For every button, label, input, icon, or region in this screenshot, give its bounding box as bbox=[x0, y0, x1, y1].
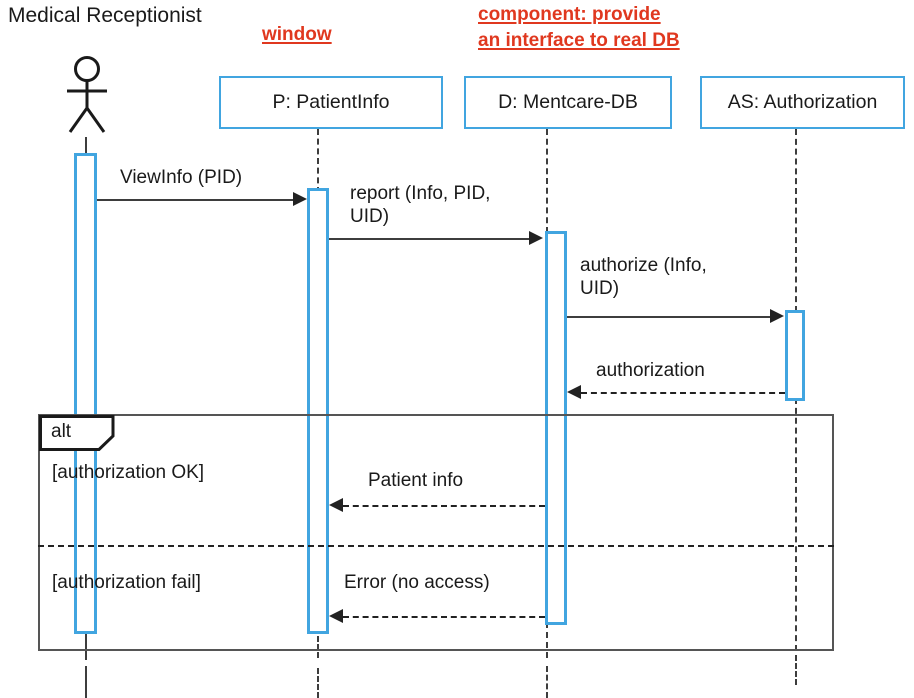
message-line-authorization bbox=[581, 392, 785, 394]
lifeline-head-as[interactable]: AS: Authorization bbox=[700, 76, 905, 129]
activation-bar-d[interactable] bbox=[545, 231, 567, 625]
message-label-authorize-line1: authorize (Info, bbox=[580, 255, 707, 276]
activation-bar-as[interactable] bbox=[785, 310, 805, 401]
lifeline-d-mid bbox=[546, 622, 548, 658]
lifeline-head-d[interactable]: D: Mentcare-DB bbox=[464, 76, 672, 129]
lifeline-as-mid bbox=[795, 398, 797, 651]
message-label-authorize-line2: UID) bbox=[580, 278, 620, 299]
message-line-authorize bbox=[567, 316, 770, 318]
message-label-report-line2: UID) bbox=[350, 206, 390, 227]
lifeline-actor-top bbox=[85, 137, 87, 159]
alt-fragment-tag bbox=[39, 415, 115, 451]
arrowhead-patient-info-icon bbox=[329, 498, 343, 512]
message-label-error: Error (no access) bbox=[344, 572, 490, 593]
activation-bar-p[interactable] bbox=[307, 188, 329, 634]
lifeline-p-bottom bbox=[317, 668, 319, 698]
message-line-patient-info bbox=[343, 505, 545, 507]
message-label-viewinfo: ViewInfo (PID) bbox=[120, 167, 243, 188]
annotation-component-line2: an interface to real DB bbox=[478, 30, 680, 51]
lifeline-actor-mid bbox=[85, 628, 87, 660]
alt-fragment-frame bbox=[38, 414, 834, 651]
annotation-window: window bbox=[262, 24, 332, 45]
lifeline-actor-bottom bbox=[85, 666, 87, 698]
arrowhead-report-icon bbox=[529, 231, 543, 245]
message-label-report-line1: report (Info, PID, bbox=[350, 183, 491, 204]
annotation-component-line1: component: provide bbox=[478, 4, 661, 25]
alt-fragment-divider bbox=[38, 545, 834, 547]
arrowhead-authorize-icon bbox=[770, 309, 784, 323]
actor-label: Medical Receptionist bbox=[8, 4, 202, 27]
stick-figure-actor-icon bbox=[55, 56, 119, 136]
lifeline-d-top bbox=[546, 129, 548, 233]
message-line-error bbox=[343, 616, 545, 618]
lifeline-as-top bbox=[795, 129, 797, 312]
lifeline-label-p: P: PatientInfo bbox=[272, 91, 390, 113]
lifeline-p-top bbox=[317, 129, 319, 193]
alt-guard-2: [authorization fail] bbox=[52, 572, 201, 593]
lifeline-d-bottom bbox=[546, 666, 548, 698]
lifeline-head-p[interactable]: P: PatientInfo bbox=[219, 76, 443, 129]
arrowhead-viewinfo-icon bbox=[293, 192, 307, 206]
lifeline-p-mid bbox=[317, 628, 319, 658]
arrowhead-authorization-icon bbox=[567, 385, 581, 399]
message-line-report bbox=[329, 238, 529, 240]
alt-guard-1: [authorization OK] bbox=[52, 462, 205, 483]
lifeline-label-d: D: Mentcare-DB bbox=[498, 91, 638, 113]
message-label-patient-info: Patient info bbox=[368, 470, 464, 491]
arrowhead-error-icon bbox=[329, 609, 343, 623]
lifeline-label-as: AS: Authorization bbox=[727, 91, 878, 113]
activation-bar-actor[interactable] bbox=[74, 153, 97, 634]
message-line-viewinfo bbox=[97, 199, 293, 201]
alt-fragment-operator-label: alt bbox=[51, 421, 72, 442]
lifeline-as-bottom bbox=[795, 655, 797, 685]
message-label-authorization: authorization bbox=[596, 360, 705, 381]
